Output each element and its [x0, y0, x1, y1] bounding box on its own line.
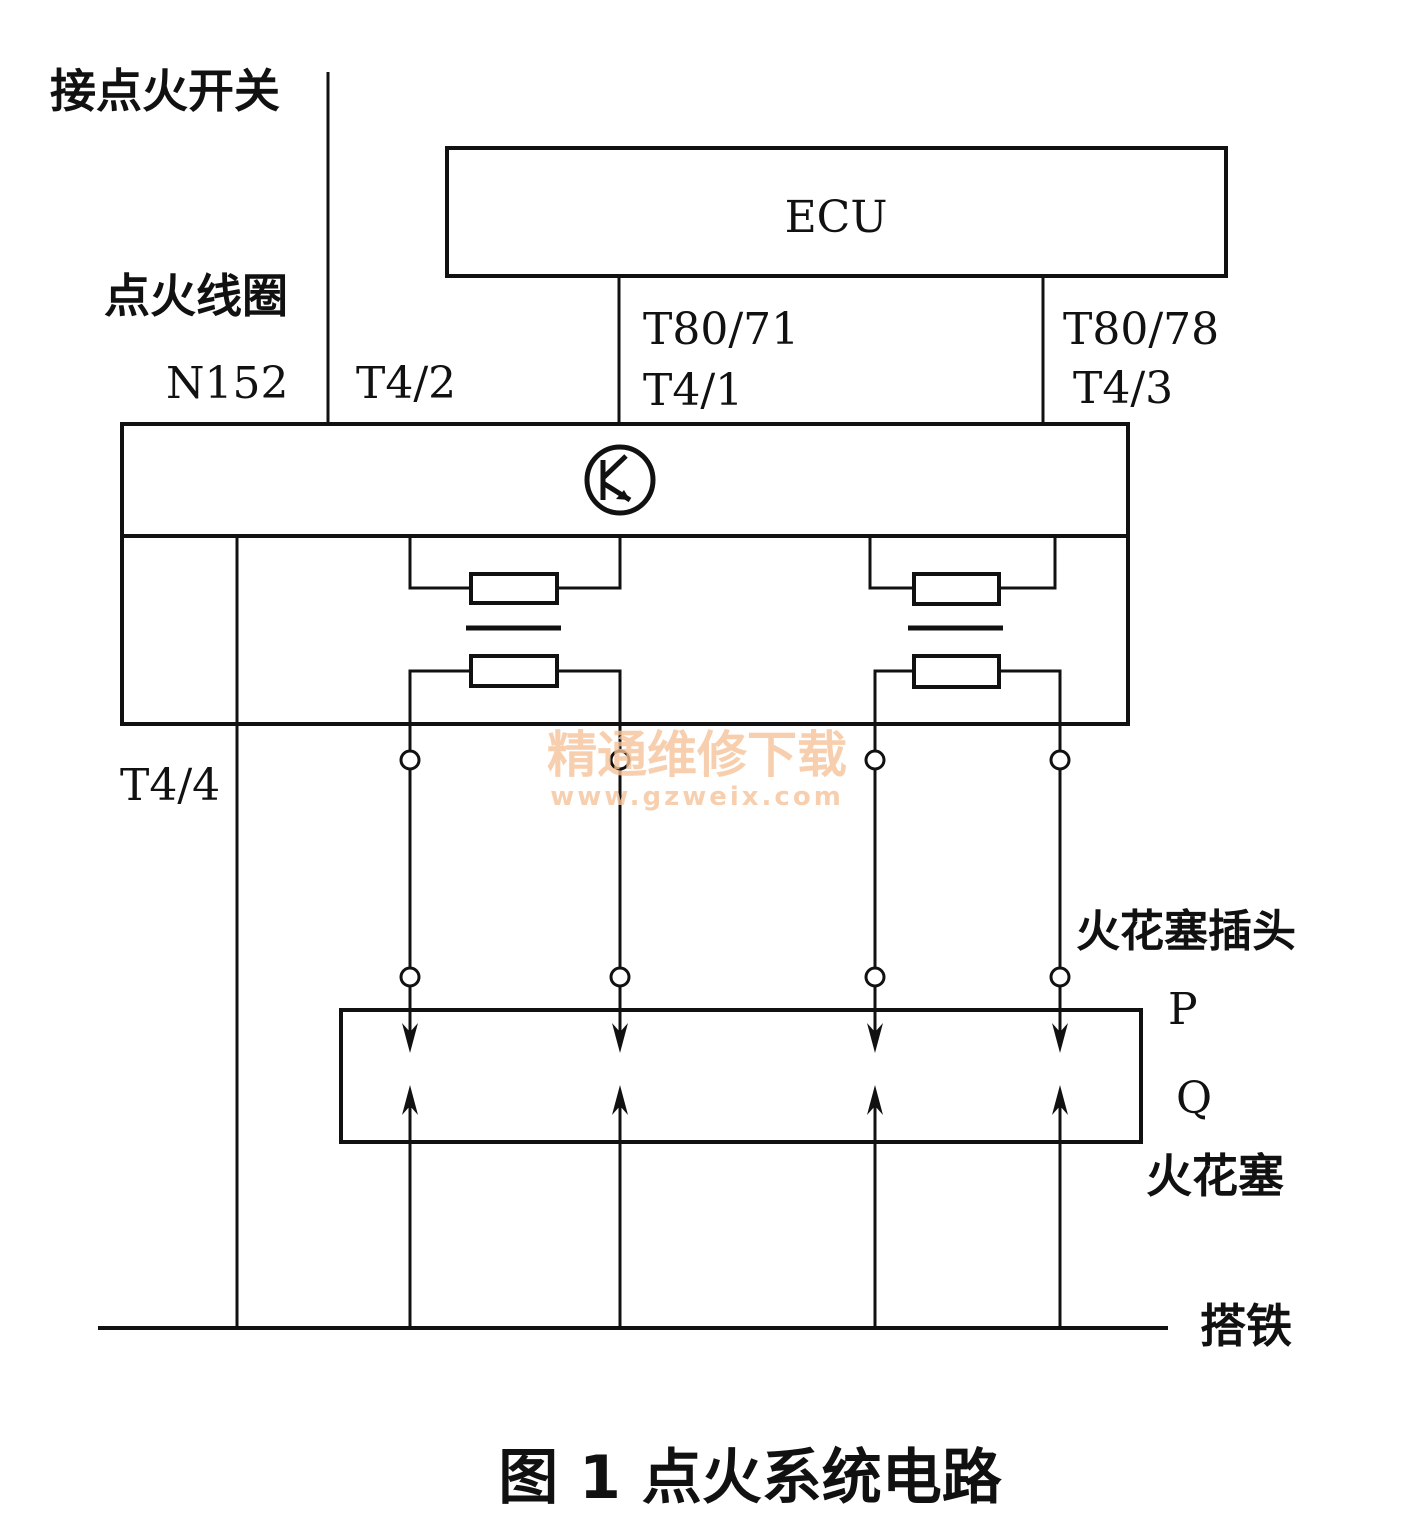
watermark-name: 精通维修下载 [547, 726, 847, 784]
ground-label: 搭铁 [1200, 1299, 1292, 1353]
spark-plug-connector-label: 火花塞插头 [1076, 906, 1296, 957]
ecu-box [445, 146, 1228, 278]
t4-3-label: T4/3 [1073, 363, 1173, 414]
n152-label: N152 [166, 358, 288, 409]
coil-2-primary-winding [912, 572, 1001, 606]
ground-electrode-2 [612, 1085, 628, 1328]
ignition-switch-label: 接点火开关 [50, 64, 280, 118]
t4-4-label: T4/4 [120, 760, 220, 811]
figure-caption: 图 1 点火系统电路 [498, 1443, 1003, 1513]
ht-lead-2 [609, 749, 631, 1053]
spark-plug-label: 火花塞 [1146, 1149, 1284, 1203]
ht-lead-3 [864, 749, 886, 1053]
ground-electrode-4 [1052, 1085, 1068, 1328]
spark-plug-box [339, 1008, 1143, 1144]
coil-1 [408, 536, 622, 751]
coil-2 [868, 536, 1062, 751]
ignition-coil-module [120, 422, 1130, 726]
t80-78-label: T80/78 [1063, 304, 1219, 355]
t80-71-label: T80/71 [643, 304, 799, 355]
coil-1-primary-winding [469, 572, 559, 605]
ecu-label: ECU [785, 192, 888, 243]
ht-lead-1 [399, 749, 421, 1053]
ignition-coil-label: 点火线圈 [104, 269, 288, 323]
transistor-icon [584, 444, 656, 516]
coil-2-secondary-winding [912, 654, 1001, 689]
p-label: P [1168, 984, 1198, 1035]
t4-2-label: T4/2 [356, 358, 456, 409]
t4-1-label: T4/1 [643, 365, 743, 416]
watermark-url: www.gzweix.com [550, 782, 844, 812]
q-label: Q [1176, 1073, 1212, 1124]
coil-1-secondary-winding [469, 654, 559, 688]
ht-lead-4 [1049, 749, 1071, 1053]
ground-electrode-3 [867, 1085, 883, 1328]
ground-electrode-1 [402, 1085, 418, 1328]
